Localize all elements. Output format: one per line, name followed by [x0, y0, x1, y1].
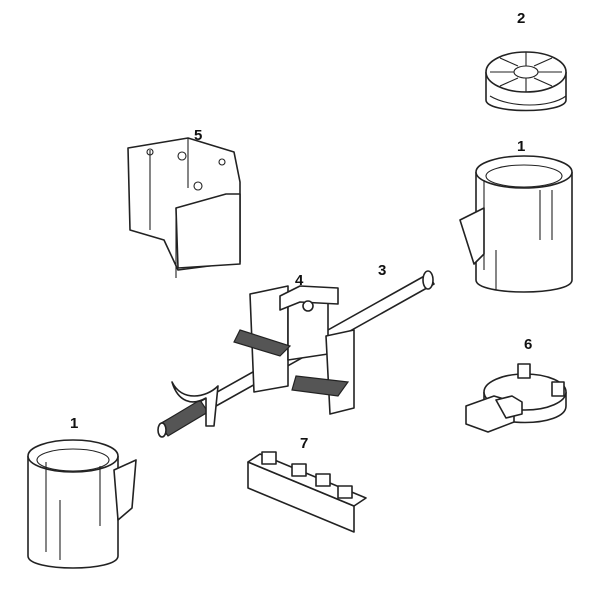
label-part-2: 2 — [517, 10, 526, 27]
label-part-7: 7 — [300, 435, 309, 452]
part-4-bracket — [233, 285, 355, 415]
label-part-4: 4 — [295, 272, 304, 289]
label-part-5: 5 — [194, 127, 203, 144]
label-part-1-top: 1 — [517, 138, 526, 155]
label-part-6: 6 — [524, 336, 533, 353]
label-part-1-bottom: 1 — [70, 415, 79, 432]
part-5-block — [127, 137, 241, 278]
part-1-bottom-cylinder — [27, 439, 137, 569]
part-2-spool — [485, 51, 567, 112]
part-6-disc — [465, 363, 567, 433]
label-part-3: 3 — [378, 262, 387, 279]
part-1-top-cylinder — [459, 155, 573, 293]
part-7-rail — [247, 451, 367, 533]
